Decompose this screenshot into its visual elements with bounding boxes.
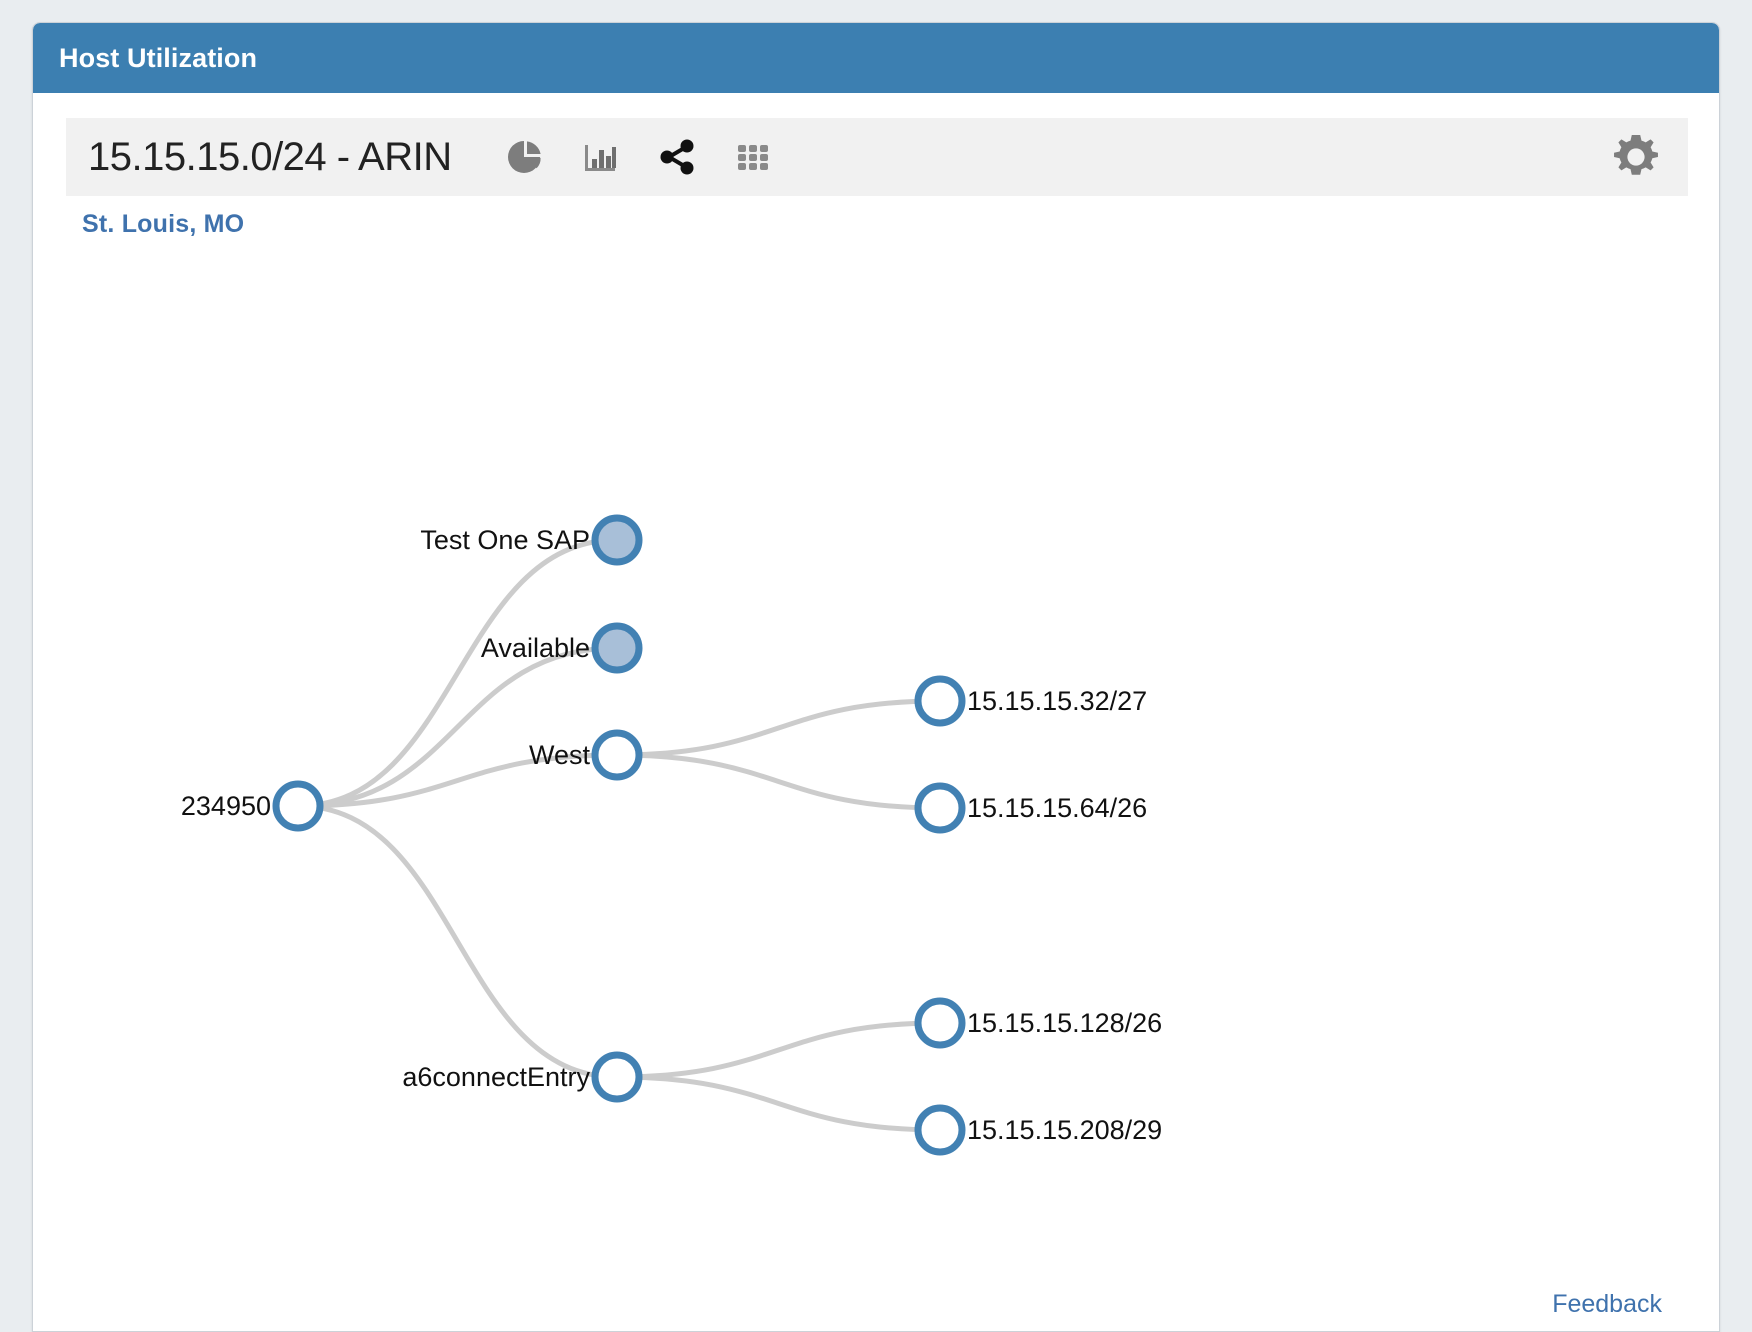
tree-node[interactable]: 15.15.15.208/29 <box>914 1104 1162 1156</box>
tree-link <box>616 698 941 758</box>
grid-icon[interactable] <box>732 136 774 178</box>
panel-header: Host Utilization <box>33 23 1719 93</box>
tree-node[interactable]: 15.15.15.32/27 <box>914 675 1147 727</box>
tree-node[interactable]: a6connectEntry <box>402 1051 643 1103</box>
tree-node-label: West <box>529 740 591 770</box>
tree-node-circle[interactable] <box>914 675 966 727</box>
tree-node[interactable]: 15.15.15.128/26 <box>914 997 1162 1049</box>
feedback-wrapper: Feedback <box>1552 1290 1662 1319</box>
share-icon[interactable] <box>656 136 698 178</box>
tree-node[interactable]: 15.15.15.64/26 <box>914 782 1147 834</box>
utilization-card: 15.15.15.0/24 - ARIN <box>66 118 1688 1331</box>
tree-link <box>297 752 618 809</box>
tree-node[interactable]: 234950 <box>181 780 324 832</box>
network-title: 15.15.15.0/24 - ARIN <box>88 134 452 179</box>
tree-link <box>297 803 618 1080</box>
tree-node-circle[interactable] <box>914 782 966 834</box>
tree-link <box>616 1074 941 1133</box>
location-subtitle: St. Louis, MO <box>82 210 245 238</box>
tree-node-circle[interactable] <box>272 780 324 832</box>
view-mode-icons <box>504 136 774 178</box>
tree-node-label: 234950 <box>181 791 271 821</box>
tree-link <box>297 645 618 809</box>
tree-link <box>297 537 618 809</box>
page-title: Host Utilization <box>59 42 258 73</box>
tree-node-circle[interactable] <box>591 514 643 566</box>
card-toolbar: 15.15.15.0/24 - ARIN <box>66 118 1688 196</box>
bar-chart-icon[interactable] <box>580 136 622 178</box>
tree-node-label: 15.15.15.128/26 <box>967 1008 1162 1038</box>
tree-node-circle[interactable] <box>591 729 643 781</box>
host-utilization-panel: Host Utilization 15.15.15.0/24 - ARIN <box>32 22 1720 1332</box>
tree-node[interactable]: Test One SAP <box>420 514 643 566</box>
tree-links <box>297 537 941 1133</box>
tree-node-label: Available <box>481 633 590 663</box>
tree-node-label: 15.15.15.208/29 <box>967 1115 1162 1145</box>
tree-node-circle[interactable] <box>591 622 643 674</box>
pie-chart-icon[interactable] <box>504 136 546 178</box>
gear-icon[interactable] <box>1610 131 1662 183</box>
tree-node-label: a6connectEntry <box>402 1062 590 1092</box>
tree-node-circle[interactable] <box>914 1104 966 1156</box>
feedback-link[interactable]: Feedback <box>1552 1290 1662 1318</box>
tree-node-label: 15.15.15.64/26 <box>967 793 1147 823</box>
tree-node-label: Test One SAP <box>420 525 590 555</box>
tree-link <box>616 1020 941 1080</box>
tree-node[interactable]: West <box>529 729 643 781</box>
tree-link <box>616 752 941 811</box>
tree-node-label: 15.15.15.32/27 <box>967 686 1147 716</box>
tree-node-circle[interactable] <box>591 1051 643 1103</box>
tree-node[interactable]: Available <box>481 622 643 674</box>
tree-node-circle[interactable] <box>914 997 966 1049</box>
